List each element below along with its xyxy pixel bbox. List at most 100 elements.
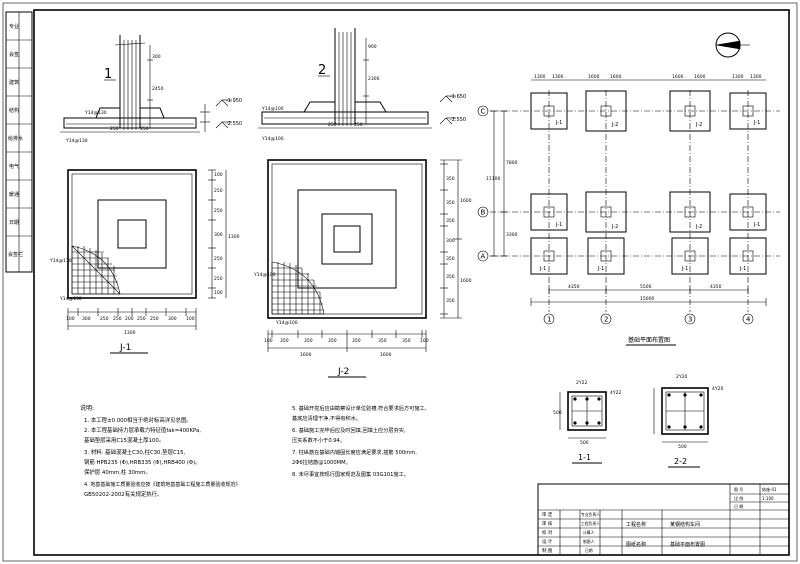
axis-label: 4 [746, 316, 751, 324]
tb-cell: 审 定 [542, 511, 553, 518]
dim-label: 100 [420, 338, 429, 344]
dim-label: 1300 [732, 74, 744, 80]
axis-label: 1 [547, 316, 551, 324]
footing-tag: J-1 [555, 120, 562, 126]
dim-label: 1300 [534, 74, 546, 80]
note-line: 4. 地基基础施工质量验收应按《建筑地基基础工程施工质量验收规范》 [84, 481, 240, 488]
note-line: GB50202-2002有关规定执行。 [84, 490, 162, 498]
notes-heading: 说明: [80, 404, 94, 412]
svg-text:1600: 1600 [460, 198, 472, 204]
svg-text:350: 350 [446, 176, 455, 182]
note-line: 8. 未尽事宜按现行国家规范及图集 03G101施工。 [292, 470, 409, 478]
dim-label: 350 [280, 338, 289, 344]
elevation-label: -1.650 [450, 94, 466, 100]
dim-label: 1600 [672, 74, 684, 80]
svg-text:250: 250 [214, 188, 223, 194]
margin-label: 会签 [9, 51, 19, 58]
rebar-label: Y14@100 [275, 320, 298, 326]
dim-label: 350 [352, 338, 361, 344]
svg-text:250: 250 [214, 208, 223, 214]
j2-plan: Y14@100 Y14@100 350 350 350 300 350 350 … [253, 159, 472, 378]
dim-label: 200 [125, 316, 134, 322]
dim-label: 1600 [694, 74, 706, 80]
dim-label: 4Y22 [610, 390, 621, 396]
dim-label: 250 [150, 316, 159, 322]
tb-cell: 专业负责人 [581, 512, 600, 517]
footing-tag: J-1 [597, 266, 604, 272]
tb-project-label: 工程名称 [626, 521, 646, 528]
svg-text:350: 350 [446, 256, 455, 262]
svg-text:900: 900 [368, 44, 377, 50]
dim-label: 1600 [610, 74, 622, 80]
axis-label: 2 [604, 316, 608, 324]
svg-text:2450: 2450 [152, 86, 164, 92]
dim-label: 300 [82, 316, 91, 322]
svg-text:250: 250 [214, 256, 223, 262]
dim-label: 350 [402, 338, 411, 344]
margin-label: 日期 [9, 220, 19, 226]
dim-label: 350 [328, 338, 337, 344]
dim-total: 1600 [300, 352, 312, 358]
dim-label: 250 [100, 316, 109, 322]
svg-text:100: 100 [214, 172, 223, 178]
tb-cell: 1:100 [762, 496, 774, 501]
note-line: 6. 基础施工完毕后应及时回填,回填土应分层夯实, [292, 426, 406, 434]
dim-label: 300 [168, 316, 177, 322]
elevation-label: -2.550 [226, 121, 242, 127]
svg-text:250: 250 [214, 276, 223, 282]
margin-label: 结构 [9, 107, 19, 114]
tb-cell: 计算人 [583, 530, 595, 535]
footing-tag: J-2 [611, 122, 618, 128]
svg-text:300: 300 [152, 54, 161, 60]
footing-tag: J-1 [555, 222, 562, 228]
dim-total: 1600 [380, 352, 392, 358]
rebar-label: Y14@130 [59, 296, 82, 302]
dim-label: 350 [378, 338, 387, 344]
north-arrow-icon [715, 32, 750, 58]
note-line: 2. 本工程基础持力层承载力特征值fak=400KPa, [84, 426, 201, 434]
dim-label: 250 [137, 316, 146, 322]
footing-title: J-1 [119, 343, 131, 353]
dim-label: 4350 [568, 284, 580, 290]
tb-cell: 结施-01 [762, 486, 777, 492]
note-line: 基底应清理干净,不得有积水。 [292, 414, 361, 422]
dim-label: 2Y22 [576, 380, 587, 386]
note-line: 基础垫层采用C15混凝土厚100。 [84, 436, 164, 444]
svg-text:2: 2 [318, 63, 326, 78]
dim-total: 1300 [124, 330, 136, 336]
footing-tag: J-2 [695, 122, 702, 128]
note-line: 3. 材料: 基础混凝土C30,柱C30,垫层C15, [84, 448, 186, 456]
margin-label: 专业 [9, 23, 19, 30]
plan-title: 基础平面布置图 [628, 336, 670, 344]
footing-tag: J-1 [539, 266, 546, 272]
note-line: 1. 本工程±0.000相当于绝对标高详见总图。 [84, 416, 192, 424]
note-line: 保护层 40mm,柱 30mm。 [84, 468, 151, 476]
footing-tag: J-1 [753, 222, 760, 228]
inner-border [33, 9, 790, 556]
j2-elevation: 2 900 2300 250 250 Y14@100 Y14@100 -1.65… [258, 28, 466, 142]
dim-label: 250 [113, 316, 122, 322]
svg-text:250: 250 [110, 126, 119, 132]
footing-tag: J-2 [611, 224, 618, 230]
dim-label: 500 [580, 440, 589, 446]
dim-label: 3300 [506, 232, 518, 238]
svg-text:250: 250 [354, 122, 363, 128]
tb-cell: 校 对 [542, 529, 553, 536]
column-section-1-1: 2Y22 4Y22 500 500 1-1 [553, 380, 621, 464]
footing-tag: J-2 [695, 224, 702, 230]
left-margin-strip: 专业 会签 建筑 结构 给排水 电气 暖通 日期 会签栏 [5, 11, 33, 273]
j1-plan: Y14@130 Y14@130 100 250 250 300 250 250 … [49, 169, 240, 354]
note-line: 钢筋 HPB235 (Φ),HRB335 (Φ),HRB400 (Φ)。 [84, 458, 201, 466]
notes-block: 说明: 1. 本工程±0.000相当于绝对标高详见总图。 2. 本工程基础持力层… [80, 404, 427, 498]
dim-label: 11100 [486, 176, 500, 182]
tb-cell: 制 图 [542, 547, 553, 554]
svg-text:100: 100 [214, 290, 223, 296]
margin-label: 会签栏 [8, 251, 23, 258]
margin-label: 建筑 [9, 79, 19, 86]
svg-text:1: 1 [104, 67, 112, 82]
elevation-label: -1.950 [226, 98, 242, 104]
dim-label: 500 [553, 410, 562, 416]
tb-cell: 审 核 [542, 520, 553, 527]
